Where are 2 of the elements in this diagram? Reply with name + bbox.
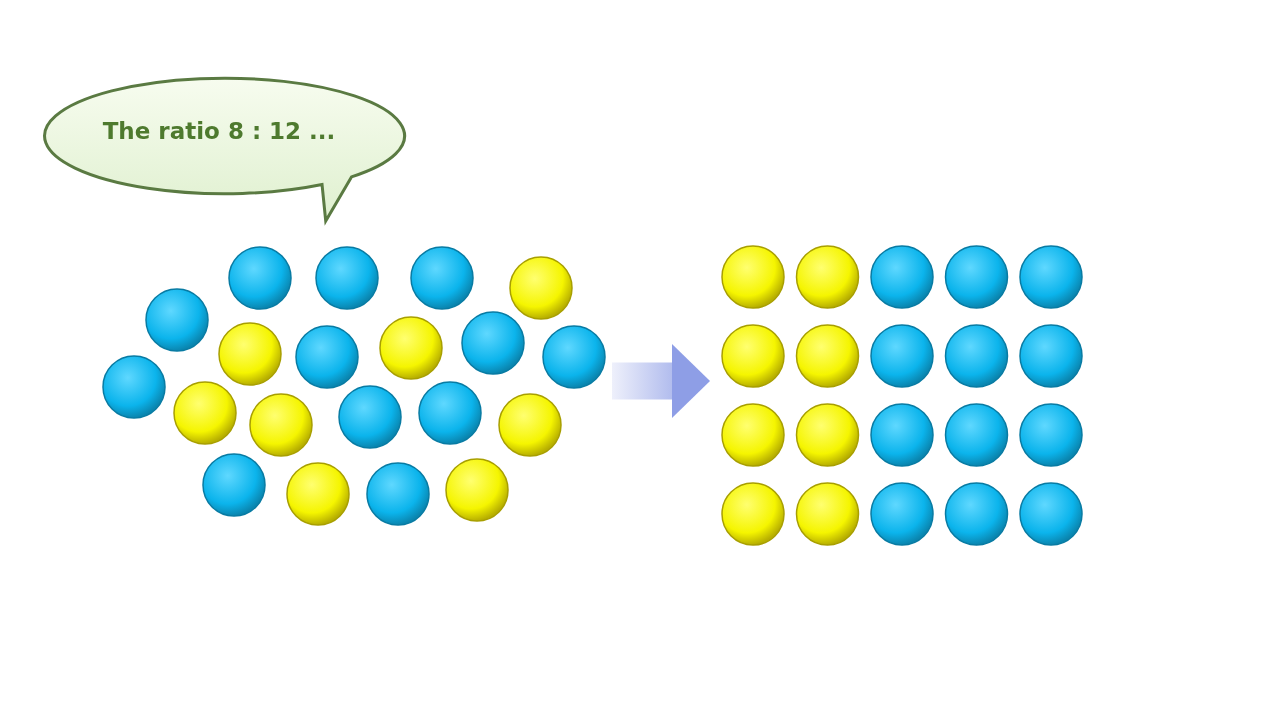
block-arrow xyxy=(612,344,710,418)
speech-text: The ratio 8 : 12 ... xyxy=(102,118,336,145)
